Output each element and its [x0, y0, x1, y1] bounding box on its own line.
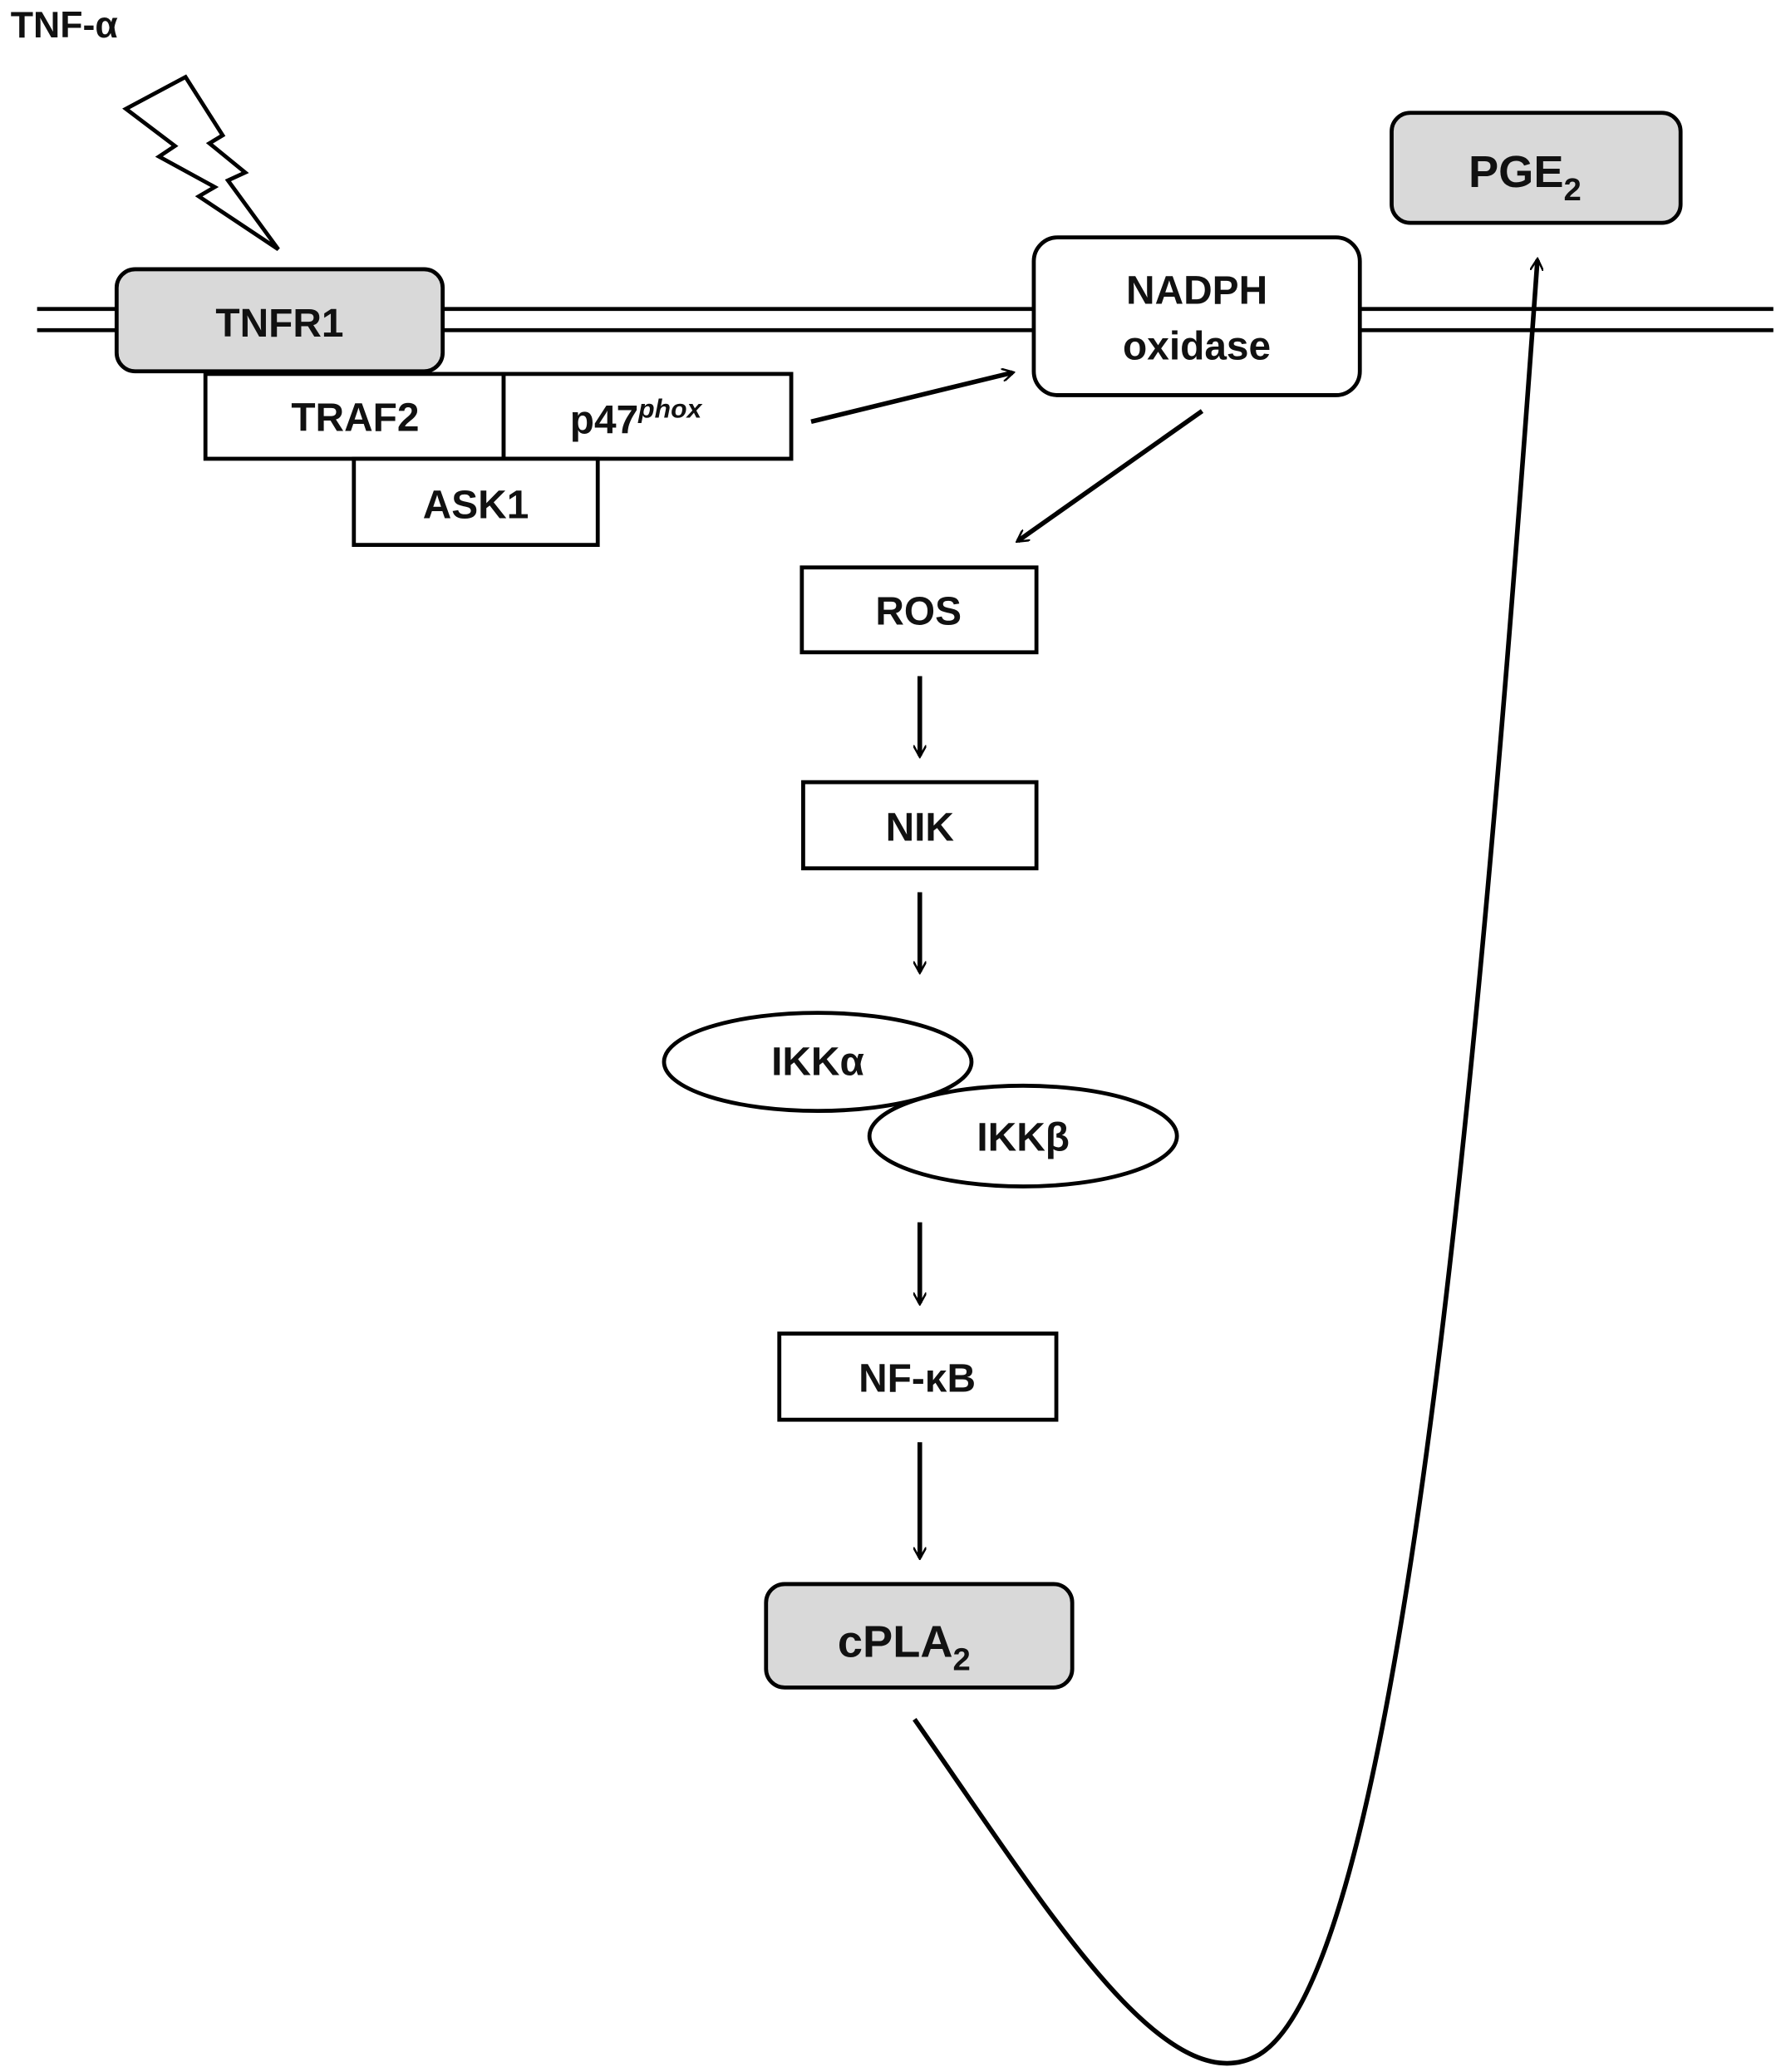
svg-text:NADPH: NADPH — [1126, 268, 1267, 313]
arrow-cpla2-to-pge2 — [913, 260, 1537, 2066]
cpla2-label: cPLA2 — [838, 1617, 971, 1678]
svg-text:TRAF2: TRAF2 — [291, 396, 419, 440]
svg-text:NF-κB: NF-κB — [858, 1357, 976, 1401]
svg-text:NIK: NIK — [886, 805, 955, 849]
p47-label: p47phox — [570, 394, 703, 443]
nik-node: NIK — [801, 780, 1039, 871]
svg-text:ROS: ROS — [875, 589, 962, 633]
svg-text:ASK1: ASK1 — [423, 484, 529, 528]
p47phox-node: p47phox — [501, 372, 794, 461]
cpla2-node: cPLA2 — [764, 1582, 1075, 1690]
arrow-p47-to-nadph — [810, 372, 1012, 425]
ros-node: ROS — [799, 565, 1039, 655]
ikk-alpha-node: IKKα — [662, 1011, 974, 1113]
tnf-alpha-label: TNF-α — [11, 5, 118, 46]
pge2-label: PGE2 — [1469, 147, 1582, 208]
svg-text:IKKβ: IKKβ — [977, 1115, 1070, 1159]
svg-text:IKKα: IKKα — [771, 1041, 864, 1085]
traf2-node: TRAF2 — [203, 372, 506, 461]
svg-text:TNFR1: TNFR1 — [215, 302, 343, 346]
nfkb-node: NF-κB — [777, 1331, 1059, 1422]
tnfr1-node: TNFR1 — [114, 267, 445, 374]
svg-text:oxidase: oxidase — [1123, 324, 1271, 368]
ikk-beta-node: IKKβ — [867, 1083, 1179, 1189]
arrow-nadph-to-ros — [1018, 409, 1204, 541]
pge2-node: PGE2 — [1390, 111, 1683, 225]
ask1-node: ASK1 — [352, 456, 600, 548]
nadph-oxidase-node: NADPH oxidase — [1031, 235, 1362, 397]
lightning-bolt-icon — [122, 74, 280, 251]
